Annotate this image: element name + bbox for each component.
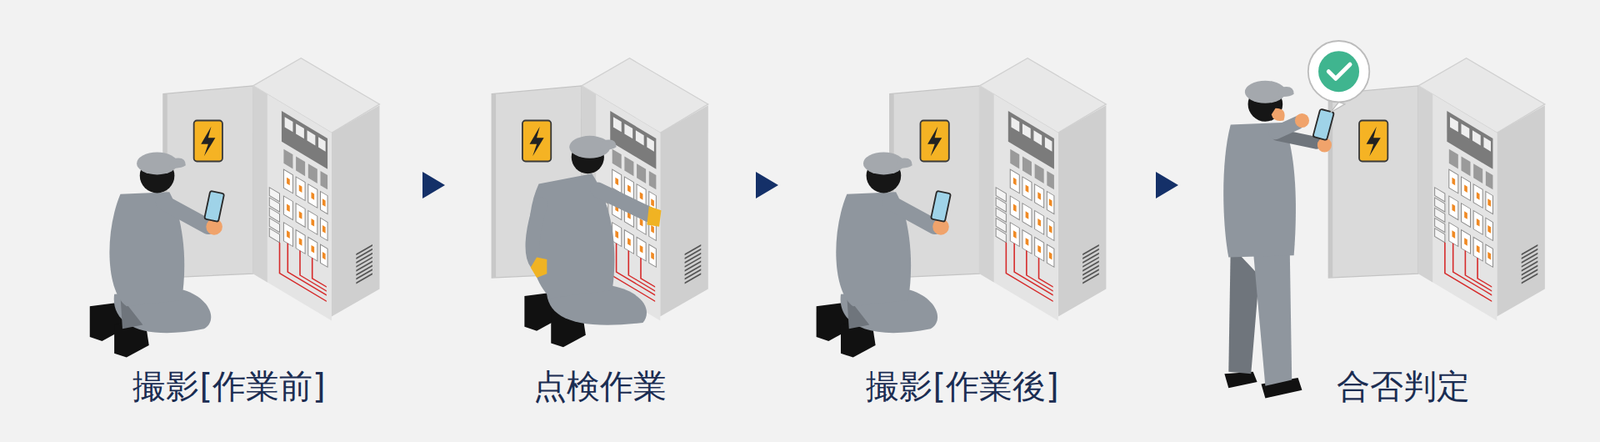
- step-panel: 合否判定: [1216, 50, 1590, 417]
- step-panel: 撮影[作業前]: [66, 50, 392, 417]
- flow-arrow: [391, 171, 475, 199]
- flow-arrow: [1116, 171, 1217, 199]
- step-panel: 点検作業: [475, 50, 725, 417]
- step-caption: 合否判定: [1336, 365, 1470, 406]
- step-caption: 撮影[作業前]: [132, 365, 325, 406]
- step-panel: 撮影[作業後]: [808, 50, 1117, 417]
- flow-arrow: [725, 171, 809, 199]
- step-caption: 点検作業: [533, 365, 667, 406]
- step-caption: 撮影[作業後]: [865, 365, 1059, 406]
